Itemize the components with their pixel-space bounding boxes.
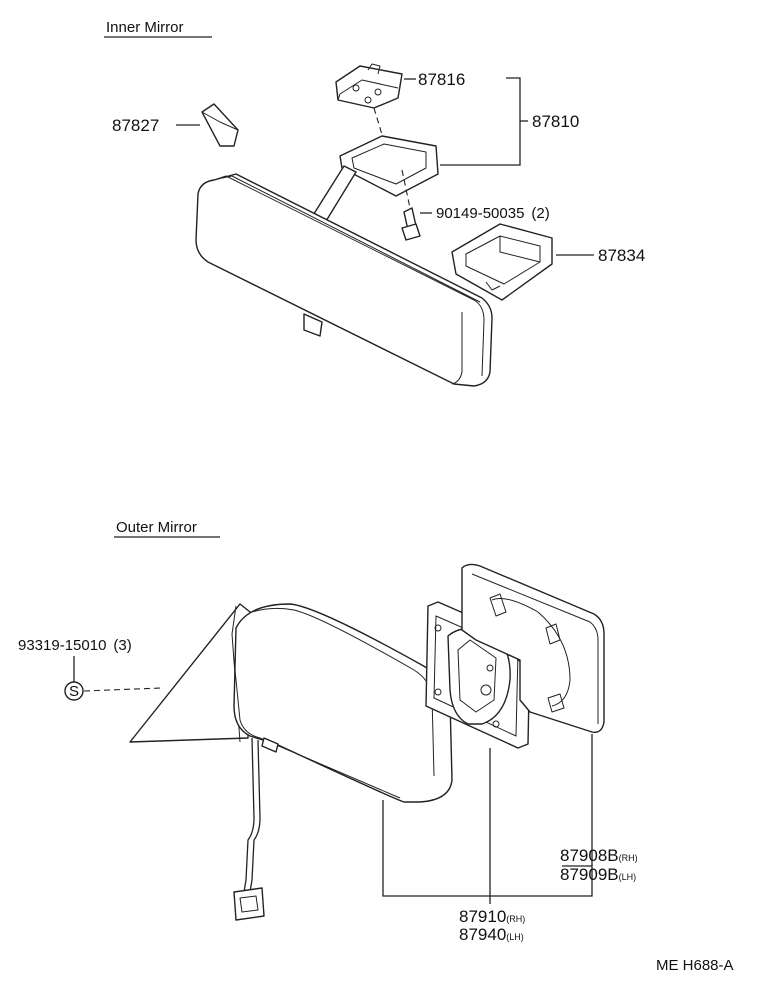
- outer-mirror-heading: Outer Mirror: [116, 519, 197, 536]
- alignment-line-93319: [83, 687, 163, 692]
- part-90149-screw: [401, 207, 421, 241]
- outer-mirror-harness: [233, 737, 265, 921]
- label-90149: 90149-50035(2): [436, 205, 550, 222]
- label-87908b: 87908B(RH): [560, 846, 638, 865]
- diagram-code: ME H688-A: [656, 957, 734, 974]
- label-87909b: 87909B(LH): [560, 865, 636, 884]
- label-87910: 87910(RH): [459, 907, 525, 926]
- outer-mirror-housing: [233, 603, 453, 803]
- s-symbol-circle: [64, 681, 84, 701]
- label-87940: 87940(LH): [459, 925, 524, 944]
- bracket-87810: [440, 77, 521, 166]
- label-87834: 87834: [598, 246, 645, 265]
- alignment-line-screw: [401, 169, 411, 209]
- part-87834-stay-cover: [451, 223, 553, 301]
- label-93319: 93319-15010(3): [18, 637, 132, 654]
- label-87816: 87816: [418, 70, 465, 89]
- bracket-87908b: [382, 734, 593, 897]
- part-87827-cover: [201, 103, 239, 147]
- inner-mirror-heading: Inner Mirror: [106, 19, 184, 36]
- part-87908b-mirror-glass: [461, 563, 605, 733]
- outer-mirror-base: [129, 603, 251, 743]
- inner-mirror-body: [195, 173, 493, 387]
- s-symbol: S: [69, 683, 79, 700]
- label-87810: 87810: [532, 112, 579, 131]
- label-87827: 87827: [112, 116, 159, 135]
- part-87816-bracket-plate: [335, 63, 403, 109]
